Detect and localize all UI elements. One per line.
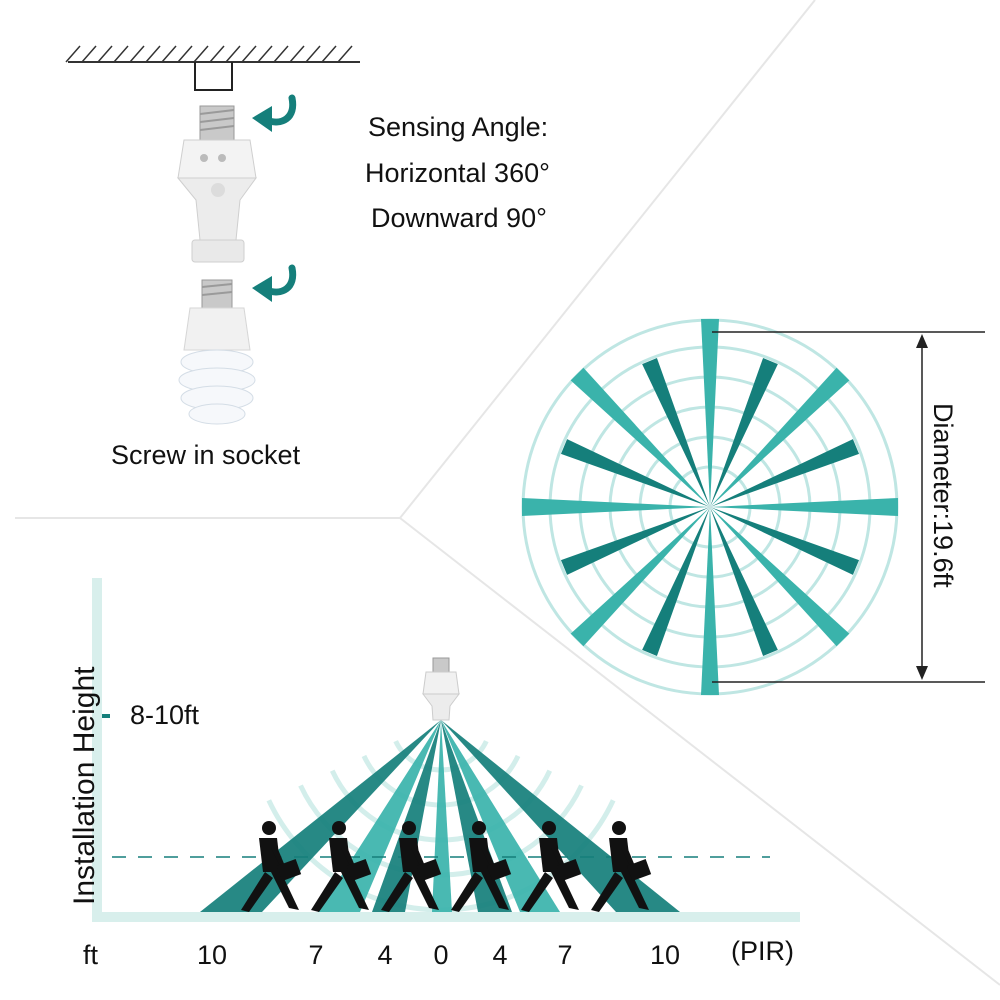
detection-ray [710, 507, 860, 575]
detection-ray [710, 498, 898, 516]
detection-ray [570, 507, 710, 647]
detection-ray [710, 507, 778, 657]
detection-ray [642, 507, 710, 657]
detection-ray [701, 319, 719, 507]
detection-beam [372, 720, 441, 912]
x-tick-label: 4 [377, 940, 393, 970]
screw-in-caption: Screw in socket [111, 440, 301, 470]
x-tick-label: 10 [196, 940, 228, 970]
panel-dividers [15, 0, 1000, 986]
x-tick-label: 7 [557, 940, 573, 970]
horizontal-angle-text: Horizontal 360° [365, 158, 550, 188]
installation-height-value: 8-10ft [130, 700, 200, 730]
detection-ray [710, 357, 778, 507]
sensing-angle-title: Sensing Angle: [368, 112, 549, 142]
detection-ray [710, 367, 850, 507]
motion-sensor-socket-icon [176, 105, 257, 263]
top-view-pattern [521, 318, 899, 696]
detection-ray [701, 507, 719, 695]
detection-ray [560, 439, 710, 507]
detection-ray [710, 507, 850, 647]
walking-person-icon [311, 821, 372, 912]
installation-height-label: Installation Height [68, 666, 101, 905]
walking-person-icon [241, 821, 302, 912]
arrow-head-icon [252, 106, 272, 302]
detection-ray [560, 507, 710, 575]
detection-ray [570, 367, 710, 507]
people-group [241, 821, 652, 912]
detection-field [112, 720, 770, 913]
diameter-dimension [712, 331, 985, 683]
cfl-bulb-icon [178, 279, 256, 425]
socket-bracket-icon [194, 62, 233, 91]
walking-person-icon [591, 821, 652, 912]
diameter-label: Diameter:19.6ft [928, 403, 958, 588]
x-axis-unit-label: ft [83, 940, 99, 970]
detection-beam [200, 720, 441, 912]
downward-angle-text: Downward 90° [371, 203, 547, 233]
walking-person-icon [521, 821, 582, 912]
ceiling-hatch-icon [65, 45, 360, 63]
walking-person-icon [381, 821, 442, 912]
x-tick-label: 7 [308, 940, 324, 970]
x-tick-label: 4 [492, 940, 508, 970]
detection-ray [710, 439, 860, 507]
walking-person-icon [451, 821, 512, 912]
detection-ray [522, 498, 710, 516]
side-sensor-icon [422, 657, 460, 721]
x-tick-label: 0 [433, 940, 449, 970]
detection-ray [642, 357, 710, 507]
sensor-type-label: (PIR) [731, 936, 794, 966]
side-view-axes [92, 578, 800, 922]
x-tick-label: 10 [649, 940, 681, 970]
detection-beam [441, 720, 560, 912]
